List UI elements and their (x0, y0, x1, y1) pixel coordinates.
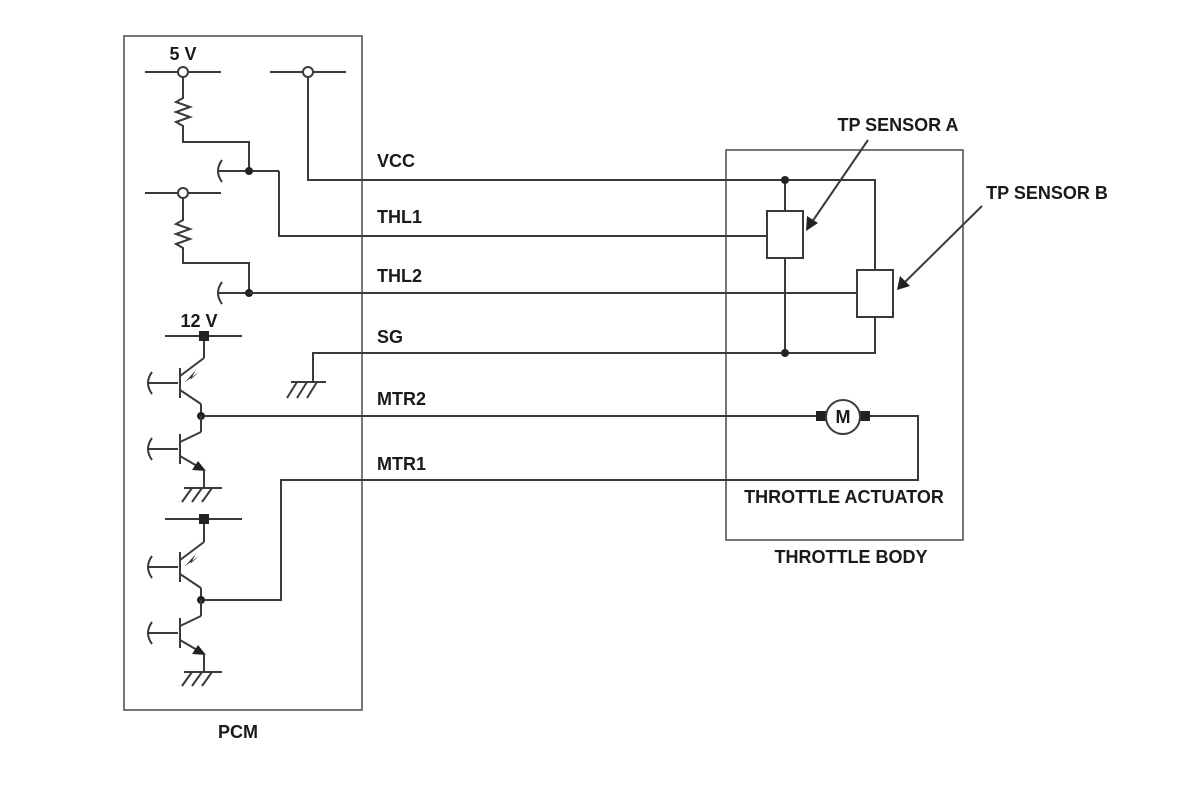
tp-sensor-a-pointer (806, 139, 869, 231)
tp-sensor-b-pointer (897, 205, 983, 290)
tp-sensor-b (856, 269, 894, 318)
high-side-transistor-1 (147, 357, 205, 416)
pullup-resistor-2 (173, 198, 250, 293)
sg-ground-symbol (286, 381, 326, 399)
junction-vcc-sensor (781, 176, 789, 184)
supply-5v-rail (145, 66, 221, 78)
motor-letter: M (836, 407, 851, 427)
throttle-body-label: THROTTLE BODY (775, 547, 928, 567)
thl2-label: THL2 (377, 266, 422, 286)
thl1-wire (278, 171, 767, 237)
low-side-transistor-1 (147, 416, 206, 488)
throttle-actuator-label: THROTTLE ACTUATOR (744, 487, 944, 507)
low-side-transistor-2 (147, 600, 206, 672)
mtr1-label: MTR1 (377, 454, 426, 474)
junction-sg-sensor (781, 349, 789, 357)
supply-5v-rail-2 (145, 187, 221, 199)
sg-wire (312, 317, 876, 382)
throttle-body-box (725, 149, 964, 541)
thl1-input-symbol (217, 159, 279, 183)
ground-symbol-1 (181, 487, 222, 503)
vcc-wire (307, 77, 876, 270)
tp-sensor-a (766, 210, 804, 259)
pcm-box (123, 35, 363, 711)
supply-12v-label: 12 V (180, 311, 217, 331)
mtr1-wire (201, 415, 919, 601)
supply-12v-rail-2 (165, 514, 242, 542)
tp-sensor-a-label: TP SENSOR A (837, 115, 958, 135)
thl2-input-symbol (217, 281, 253, 305)
vcc-label: VCC (377, 151, 415, 171)
ground-symbol-2 (181, 671, 222, 687)
vcc-reference-rail (270, 66, 346, 78)
supply-5v-label: 5 V (169, 44, 196, 64)
sg-label: SG (377, 327, 403, 347)
high-side-transistor-2 (147, 541, 205, 600)
pullup-resistor-1 (173, 77, 250, 171)
mtr2-label: MTR2 (377, 389, 426, 409)
pcm-label: PCM (218, 722, 258, 742)
tp-sensor-b-label: TP SENSOR B (986, 183, 1108, 203)
thl1-label: THL1 (377, 207, 422, 227)
supply-12v-rail (165, 331, 242, 358)
motor-symbol (816, 399, 870, 435)
